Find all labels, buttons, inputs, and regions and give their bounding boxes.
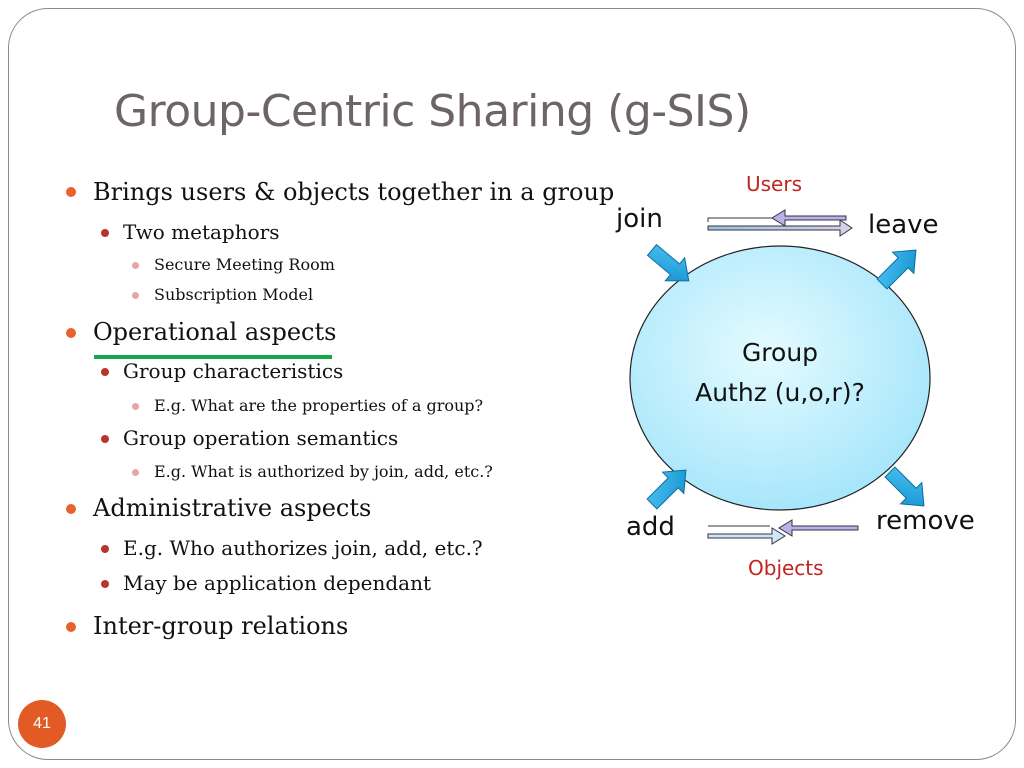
bullet-dot xyxy=(132,403,139,410)
users-cycle-arrows xyxy=(707,209,853,237)
bullet-item: E.g. What are the properties of a group? xyxy=(154,396,484,415)
authz-label: Authz (u,o,r)? xyxy=(695,378,865,407)
bullet-item: Subscription Model xyxy=(154,285,314,304)
bullet-item: Secure Meeting Room xyxy=(154,255,335,274)
underline-mark xyxy=(94,355,332,359)
bullet-item: Group operation semantics xyxy=(123,426,399,450)
bullet-item: Group characteristics xyxy=(123,359,344,383)
slide-title: Group-Centric Sharing (g-SIS) xyxy=(114,86,751,137)
add-label: add xyxy=(626,512,675,542)
bullet-dot xyxy=(132,469,139,476)
remove-label: remove xyxy=(876,506,975,536)
bullet-item: May be application dependant xyxy=(123,571,432,595)
users-label: Users xyxy=(746,172,803,196)
bullet-dot xyxy=(101,580,109,588)
bullet-dot xyxy=(132,262,139,269)
bullet-dot xyxy=(101,545,109,553)
page-number-badge: 41 xyxy=(18,700,66,748)
bullet-item: E.g. What is authorized by join, add, et… xyxy=(154,462,493,481)
bullet-item: Operational aspects xyxy=(93,318,337,346)
bullet-dot xyxy=(66,187,76,197)
group-diagram: Users join leave Group Authz (u,o,r)? ad… xyxy=(600,160,1000,600)
bullet-item: Brings users & objects together in a gro… xyxy=(93,178,615,206)
bullet-dot xyxy=(132,292,139,299)
add-arrow xyxy=(646,469,687,510)
leave-arrow xyxy=(876,249,917,290)
bullet-dot xyxy=(101,229,109,237)
objects-label: Objects xyxy=(748,556,824,580)
bullet-item: Two metaphors xyxy=(123,220,280,244)
objects-cycle-arrows xyxy=(707,519,859,545)
bullet-item: Administrative aspects xyxy=(93,494,372,522)
bullet-item: E.g. Who authorizes join, add, etc.? xyxy=(123,536,483,560)
group-circle xyxy=(629,245,931,511)
bullet-dot xyxy=(66,622,76,632)
bullet-dot xyxy=(101,435,109,443)
diagram-graphics xyxy=(629,209,931,545)
bullet-dot xyxy=(66,328,76,338)
group-label: Group xyxy=(741,338,819,367)
bullet-item: Inter-group relations xyxy=(93,612,349,640)
bullet-list: Brings users & objects together in a gro… xyxy=(66,178,615,640)
join-label: join xyxy=(616,204,663,234)
join-arrow xyxy=(646,243,690,282)
leave-label: leave xyxy=(868,210,939,240)
bullet-dot xyxy=(101,368,109,376)
remove-arrow xyxy=(884,466,925,507)
bullet-dot xyxy=(66,504,76,514)
